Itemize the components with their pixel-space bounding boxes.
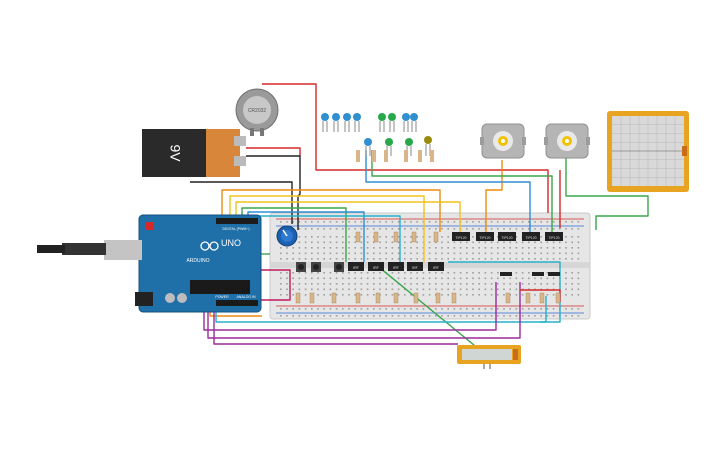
mosfet[interactable]: IRF: [368, 262, 384, 271]
led-blue[interactable]: [410, 113, 418, 132]
resistor[interactable]: [525, 292, 531, 304]
potentiometer[interactable]: [276, 225, 298, 247]
mosfet-label: IRF: [433, 266, 439, 270]
arduino-uno[interactable]: ARDUINO UNO DIGITAL (PWM~) POWER ANALOG …: [37, 214, 262, 313]
led-blue[interactable]: [402, 113, 410, 132]
transistor-row: TIP120 TIP120 TIP120 TIP120 TIP120: [452, 232, 563, 241]
diode-row: [500, 272, 560, 276]
oscilloscope[interactable]: [607, 111, 689, 192]
wire-green-lcd: [379, 267, 481, 351]
mosfet[interactable]: IRF: [428, 262, 444, 271]
wire-green-2: [371, 150, 553, 232]
resistor[interactable]: [539, 292, 545, 304]
push-button[interactable]: [296, 262, 306, 272]
resistor-row-top: [356, 150, 434, 162]
transistor-label: TIP120: [455, 236, 466, 240]
transistor-tip120[interactable]: TIP120: [452, 232, 470, 241]
mosfet-label: IRF: [393, 266, 399, 270]
resistor[interactable]: [309, 292, 315, 304]
transistor-tip120[interactable]: TIP120: [545, 232, 563, 241]
mosfet-label: IRF: [353, 266, 359, 270]
arduino-analog-header-label: ANALOG IN: [236, 295, 256, 299]
resistor[interactable]: [413, 292, 419, 304]
arduino-model: UNO: [221, 238, 241, 248]
resistor[interactable]: [393, 292, 399, 304]
transistor-label: TIP120: [479, 236, 490, 240]
wire-magenta-1: [258, 269, 291, 301]
resistor[interactable]: [355, 231, 361, 243]
resistor[interactable]: [373, 231, 379, 243]
led-green[interactable]: [388, 113, 396, 132]
resistor[interactable]: [355, 292, 361, 304]
led-blue[interactable]: [321, 113, 329, 132]
coin-cell-label: CR2032: [248, 108, 267, 114]
breadboard-holes: [280, 221, 580, 317]
transistor-tip120[interactable]: TIP120: [476, 232, 494, 241]
wire-purple-2: [203, 282, 497, 331]
mosfet-label: IRF: [373, 266, 379, 270]
wire-purple-1: [207, 282, 521, 339]
arduino-digital-header-label: DIGITAL (PWM~): [222, 227, 249, 231]
breadboard-resistors: [295, 231, 561, 304]
wire-green-1: [241, 207, 347, 262]
led-green[interactable]: [378, 113, 386, 132]
battery-9v[interactable]: 9V: [142, 129, 246, 177]
transistor-label: TIP120: [525, 236, 536, 240]
resistor[interactable]: [505, 292, 511, 304]
led-blue[interactable]: [343, 113, 351, 132]
push-button[interactable]: [334, 262, 344, 272]
transistor-tip120[interactable]: TIP120: [522, 232, 540, 241]
wire-orange-motor: [485, 160, 503, 232]
resistor[interactable]: [295, 292, 301, 304]
resistor[interactable]: [433, 231, 439, 243]
led-group-blue[interactable]: [321, 113, 418, 156]
resistor[interactable]: [451, 292, 457, 304]
wire-yellow-1: [229, 195, 425, 262]
resistor[interactable]: [393, 231, 399, 243]
resistor[interactable]: [411, 231, 417, 243]
mosfet[interactable]: IRF: [388, 262, 404, 271]
transistor-label: TIP120: [548, 236, 559, 240]
wire-red-coin-to-leds: [262, 83, 549, 213]
dc-motor[interactable]: [480, 123, 526, 159]
wire-green-scope: [565, 158, 649, 230]
mosfet-label: IRF: [412, 266, 418, 270]
transistor-label: TIP120: [501, 236, 512, 240]
wire-red-battery: [246, 147, 301, 156]
wire-yellow-2: [235, 201, 461, 232]
wire-orange-uno: [221, 189, 441, 232]
transistor-tip120[interactable]: TIP120: [498, 232, 516, 241]
push-button[interactable]: [311, 262, 321, 272]
resistor[interactable]: [331, 292, 337, 304]
resistor[interactable]: [555, 292, 561, 304]
wire-black-gnd: [190, 181, 293, 224]
led-blue[interactable]: [364, 138, 372, 156]
mosfet-row: IRF IRF IRF IRF IRF: [348, 262, 444, 271]
lcd-display[interactable]: [457, 345, 521, 369]
coin-cell-battery[interactable]: CR2032: [235, 88, 279, 136]
arduino-logo-icon: [200, 241, 219, 251]
led-blue[interactable]: [353, 113, 361, 132]
mosfet[interactable]: IRF: [407, 262, 423, 271]
resistor[interactable]: [435, 292, 441, 304]
led-blue[interactable]: [332, 113, 340, 132]
wire-blue-2: [365, 150, 531, 232]
battery-9v-label: 9V: [167, 144, 183, 162]
arduino-brand: ARDUINO: [186, 258, 209, 264]
arduino-power-header-label: POWER: [215, 295, 229, 299]
mosfet[interactable]: IRF: [348, 262, 364, 271]
led-group-green[interactable]: [378, 113, 432, 156]
dc-motor[interactable]: [544, 123, 590, 159]
resistor[interactable]: [375, 292, 381, 304]
